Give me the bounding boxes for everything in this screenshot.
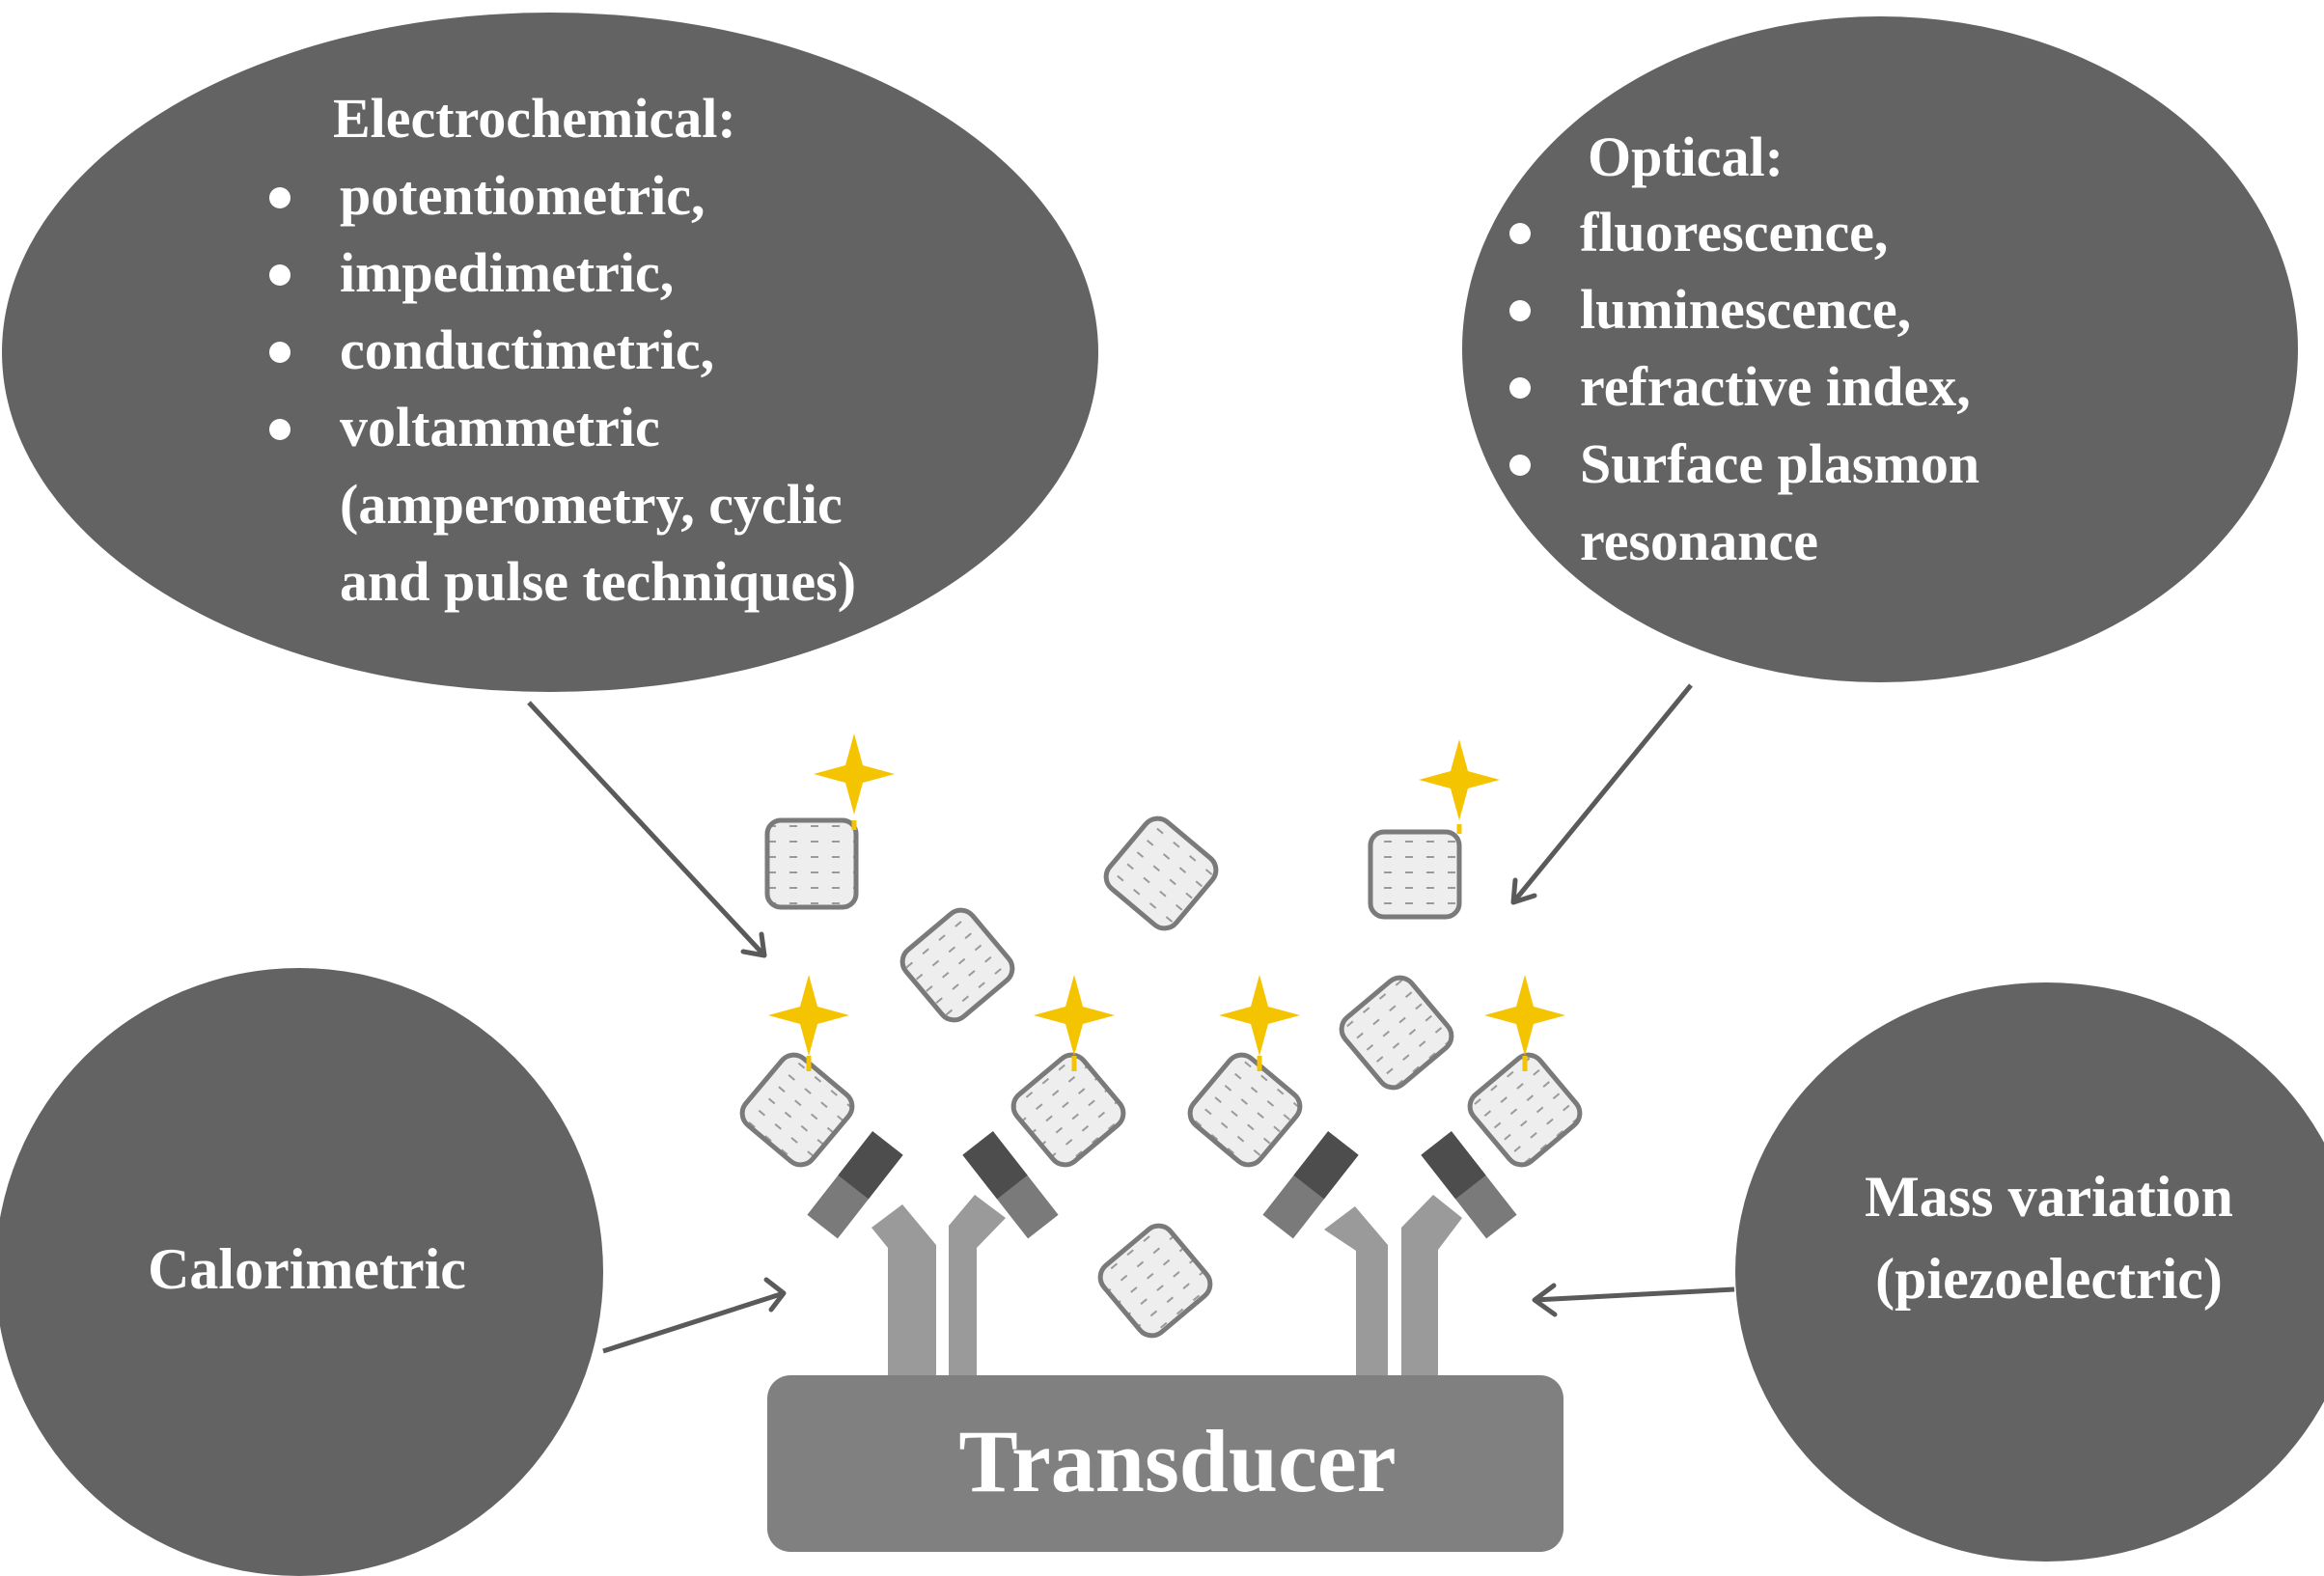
- transducer-label: Transducer: [958, 1412, 1396, 1510]
- transducer-block: [767, 1375, 1563, 1552]
- bullet-icon: [1509, 300, 1531, 321]
- four-point-star-icon: [768, 975, 849, 1071]
- bullet-icon: [269, 264, 290, 286]
- optical-title: Optical:: [1588, 125, 1784, 188]
- mass-variation-label: Mass variation: [1865, 1165, 2233, 1229]
- list-item: potentiometric,: [340, 164, 705, 227]
- list-item: fluorescence,: [1580, 201, 1888, 263]
- list-item-continuation: (amperometry, cyclic: [340, 473, 843, 536]
- y-antibody-icon: [1262, 1131, 1517, 1375]
- electrochemical-list: potentiometric, impedimetric, conductime…: [269, 164, 856, 613]
- arrow-optical: [1510, 683, 1693, 905]
- antigen-square-icon: [1339, 975, 1454, 1091]
- electrochemical-ellipse: [2, 13, 1098, 692]
- list-item-continuation: resonance: [1580, 510, 1818, 572]
- list-item: conductimetric,: [340, 318, 714, 381]
- y-antibody-icon: [807, 1131, 1059, 1375]
- antigen-square-icon: [1467, 1052, 1583, 1168]
- list-item-continuation: and pulse techniques): [340, 550, 856, 613]
- antigen-square-icon: [899, 907, 1015, 1023]
- bullet-icon: [269, 187, 290, 208]
- mass-variation-sublabel: (piezoelectric): [1875, 1247, 2223, 1311]
- antigen-square-icon: [1187, 1052, 1303, 1168]
- antigen-square-icon: [1368, 829, 1462, 920]
- list-item: voltammetric: [340, 396, 660, 458]
- four-point-star-icon: [1419, 739, 1500, 834]
- list-item: luminescence,: [1580, 278, 1911, 341]
- calorimetric-label: Calorimetric: [148, 1237, 466, 1301]
- calorimetric-ellipse: [0, 968, 603, 1576]
- arrow-calorimetric: [602, 1277, 787, 1354]
- optical-list: fluorescence, luminescence, refractive i…: [1509, 201, 1979, 572]
- list-item: Surface plasmon: [1580, 432, 1979, 495]
- bullet-icon: [269, 342, 290, 363]
- antigen-square-icon: [1010, 1052, 1126, 1168]
- four-point-star-icon: [1219, 975, 1300, 1071]
- electrochemical-title: Electrochemical:: [333, 87, 736, 150]
- bullet-icon: [269, 419, 290, 440]
- arrow-mass-variation: [1532, 1283, 1735, 1317]
- bullet-icon: [1509, 455, 1531, 476]
- antigen-square-icon: [764, 817, 859, 910]
- list-item: impedimetric,: [340, 241, 674, 304]
- bullet-icon: [1509, 223, 1531, 244]
- four-point-star-icon: [1484, 975, 1565, 1071]
- bullet-icon: [1509, 377, 1531, 399]
- mass-variation-ellipse: [1735, 982, 2324, 1562]
- antigen-square-icon: [739, 1052, 855, 1168]
- arrow-electrochemical: [527, 701, 767, 958]
- four-point-star-icon: [1034, 975, 1115, 1071]
- optical-ellipse: [1462, 16, 2298, 682]
- antigen-square-icon: [1097, 1223, 1213, 1339]
- antigen-square-icon: [1103, 816, 1219, 931]
- list-item: refractive index,: [1580, 355, 1971, 418]
- four-point-star-icon: [814, 733, 895, 830]
